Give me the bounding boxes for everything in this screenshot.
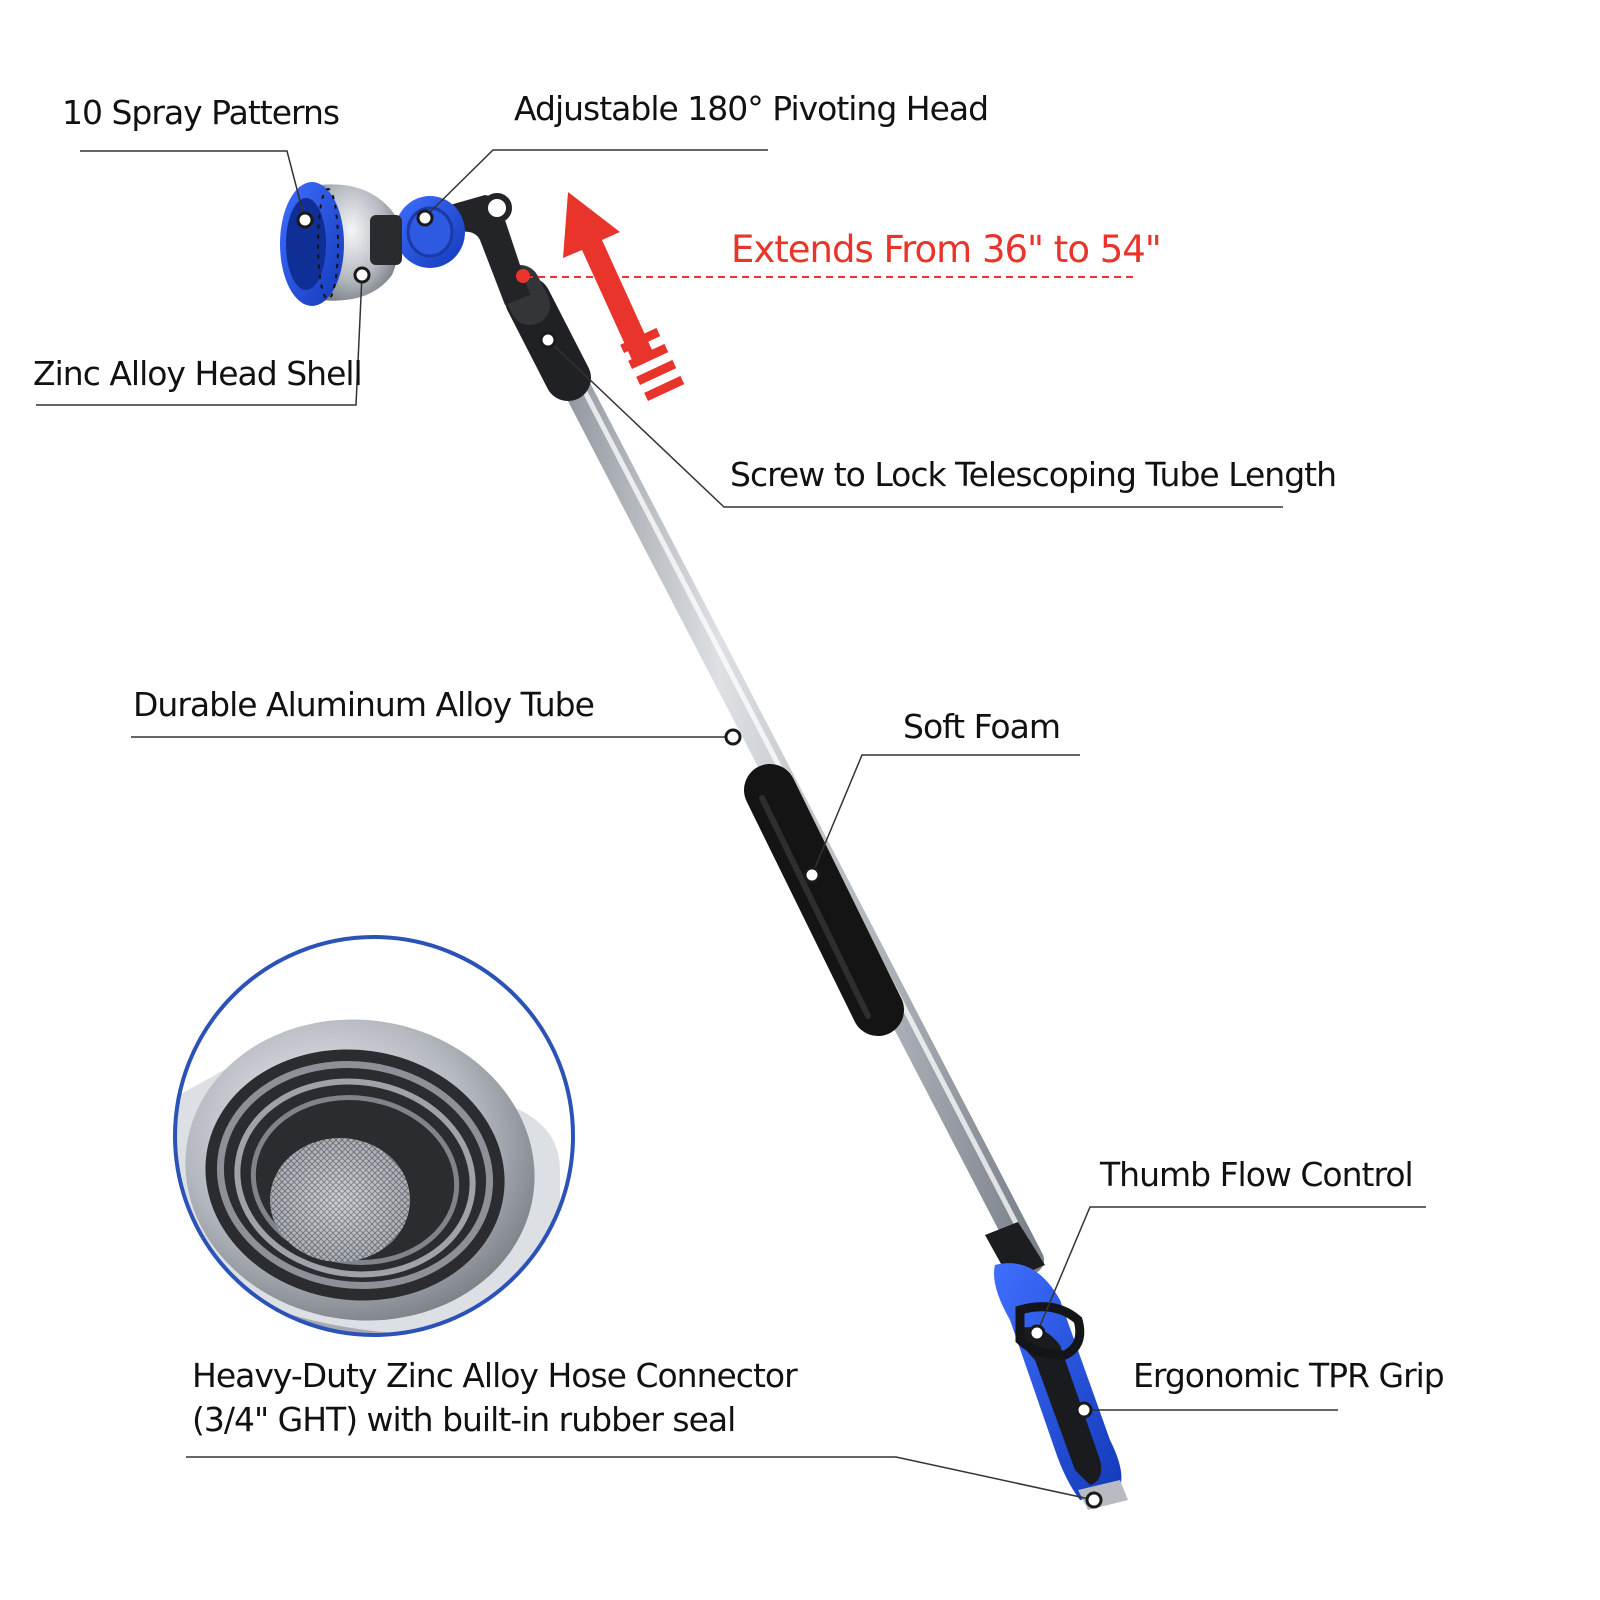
dot-icon: [353, 266, 371, 284]
dot-icon: [1075, 1401, 1093, 1419]
label-aluminum-tube: Durable Aluminum Alloy Tube: [133, 685, 595, 724]
label-hose-connector-line2: (3/4" GHT) with built-in rubber seal: [192, 1400, 736, 1439]
hose-connector-inset: [175, 937, 573, 1335]
pivot-elbow: [395, 193, 530, 305]
leader-lines: [36, 149, 1426, 1501]
label-extends-range: Extends From 36" to 54": [731, 228, 1162, 271]
spray-head: [280, 182, 402, 306]
dot-icon: [416, 209, 434, 227]
label-tpr-grip: Ergonomic TPR Grip: [1133, 1356, 1445, 1395]
label-pivoting-head: Adjustable 180° Pivoting Head: [514, 89, 989, 128]
label-thumb-flow: Thumb Flow Control: [1100, 1155, 1414, 1194]
label-zinc-head-shell: Zinc Alloy Head Shell: [33, 354, 363, 393]
inset-border: [173, 935, 575, 1337]
label-lock-screw: Screw to Lock Telescoping Tube Length: [730, 455, 1337, 494]
soft-foam-grip: [744, 764, 904, 1036]
dot-icon: [803, 866, 821, 884]
dot-icon: [724, 728, 742, 746]
up-arrow-icon: [563, 192, 685, 401]
lock-collar: [500, 265, 591, 401]
dot-icon: [539, 331, 557, 349]
label-soft-foam: Soft Foam: [903, 707, 1061, 746]
label-hose-connector-line1: Heavy-Duty Zinc Alloy Hose Connector: [192, 1356, 798, 1395]
handle: [985, 1222, 1128, 1510]
callout-dots: [296, 209, 1103, 1509]
dot-icon: [1085, 1491, 1103, 1509]
dot-icon: [516, 269, 530, 283]
dot-icon: [1028, 1324, 1046, 1342]
dot-icon: [296, 211, 314, 229]
label-spray-patterns: 10 Spray Patterns: [62, 93, 340, 132]
